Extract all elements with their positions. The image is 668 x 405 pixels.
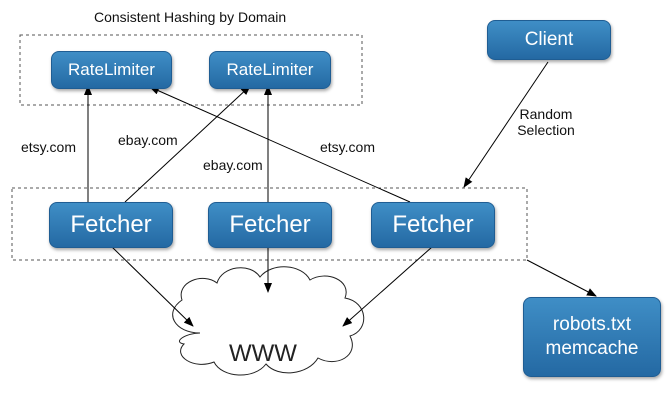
edge-label-ebay-upper: ebay.com	[118, 132, 178, 148]
random-selection-line1: Random	[519, 106, 573, 122]
rate-limiter-node-2: RateLimiter	[209, 51, 331, 89]
fetcher-node-2: Fetcher	[208, 202, 332, 248]
edge-label-etsy-right: etsy.com	[320, 139, 375, 155]
client-node: Client	[487, 20, 611, 60]
diagram-title: Consistent Hashing by Domain	[94, 9, 287, 25]
memcache-label: memcache	[545, 338, 639, 359]
robots-memcache-node: robots.txt memcache	[523, 297, 661, 377]
arrow-fetcher1-to-ratelimiter2	[124, 85, 251, 203]
www-label: WWW	[229, 340, 297, 367]
edge-label-etsy-left: etsy.com	[21, 139, 76, 155]
random-selection-line2: Selection	[517, 122, 575, 138]
arrow-fetchers-to-robots	[526, 259, 597, 297]
fetcher-node-1: Fetcher	[49, 202, 173, 248]
arrow-fetcher1-to-www	[111, 246, 194, 327]
fetcher-node-3: Fetcher	[371, 202, 495, 248]
arrow-fetcher3-to-www	[342, 246, 433, 327]
arrow-client-to-fetchers	[463, 61, 549, 188]
www-cloud	[172, 266, 365, 376]
rate-limiter-node-1: RateLimiter	[51, 51, 172, 89]
random-selection-label: Random Selection	[508, 106, 584, 138]
arrow-fetcher3-to-ratelimiter1	[149, 86, 411, 203]
robots-label: robots.txt	[552, 314, 632, 336]
edge-label-ebay-lower: ebay.com	[203, 157, 263, 173]
